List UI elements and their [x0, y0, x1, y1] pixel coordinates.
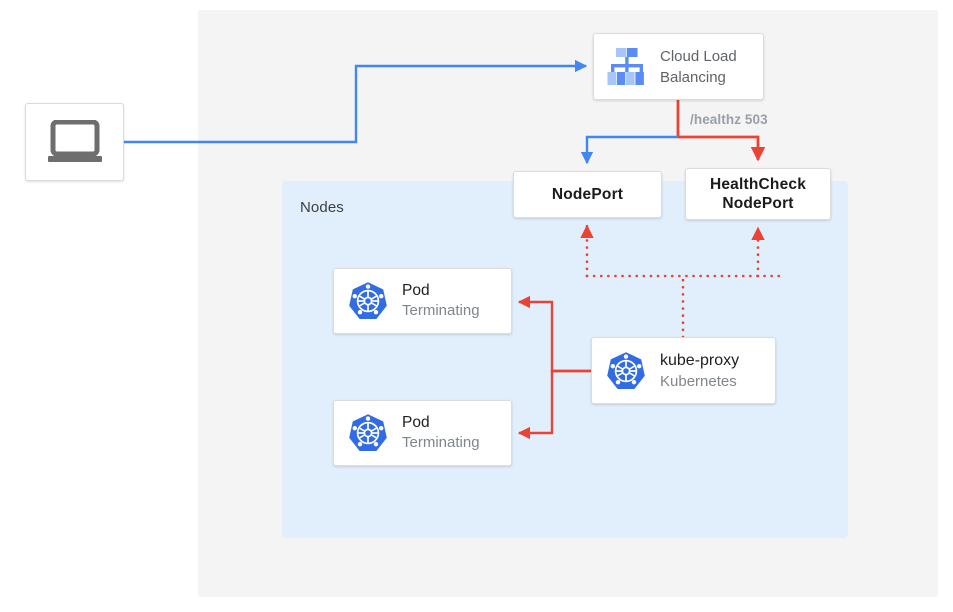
cloud-load-balancing-label-line1: Cloud Load — [660, 47, 737, 65]
healthcheck-nodeport-label-line1: HealthCheck — [709, 176, 807, 193]
cloud-load-balancing-node[interactable]: Cloud Load Balancing — [593, 33, 764, 100]
kubernetes-icon — [348, 281, 388, 321]
nodeport-label: NodePort — [551, 186, 624, 203]
cloud-load-balancing-label-line2: Balancing — [660, 68, 726, 86]
kube-proxy-text: kube-proxy Kubernetes — [660, 350, 739, 392]
pod-1-text: Pod Terminating — [402, 281, 480, 321]
nodeport-node[interactable]: NodePort — [513, 171, 662, 218]
kubernetes-icon — [606, 351, 646, 391]
healthcheck-nodeport-label-line2: NodePort — [722, 195, 794, 212]
kubernetes-icon — [348, 413, 388, 453]
pod-2-text: Pod Terminating — [402, 413, 480, 453]
nodes-panel-label: Nodes — [300, 199, 344, 216]
healthz-edge-label: /healthz 503 — [690, 112, 768, 127]
pod-node-1[interactable]: Pod Terminating — [333, 268, 512, 334]
pod-1-title: Pod — [402, 282, 430, 299]
pod-2-status: Terminating — [402, 434, 480, 451]
laptop-icon — [46, 120, 104, 164]
kube-proxy-subtitle: Kubernetes — [660, 372, 737, 390]
cloud-load-balancing-icon — [606, 47, 648, 87]
healthcheck-nodeport-label: HealthCheck NodePort — [710, 175, 806, 213]
client-node[interactable] — [25, 103, 124, 181]
pod-2-title: Pod — [402, 414, 430, 431]
healthcheck-nodeport-node[interactable]: HealthCheck NodePort — [685, 168, 831, 220]
cloud-load-balancing-label: Cloud Load Balancing — [660, 46, 737, 88]
kube-proxy-node[interactable]: kube-proxy Kubernetes — [591, 337, 776, 404]
kube-proxy-title: kube-proxy — [660, 351, 740, 369]
pod-1-status: Terminating — [402, 302, 480, 319]
pod-node-2[interactable]: Pod Terminating — [333, 400, 512, 466]
